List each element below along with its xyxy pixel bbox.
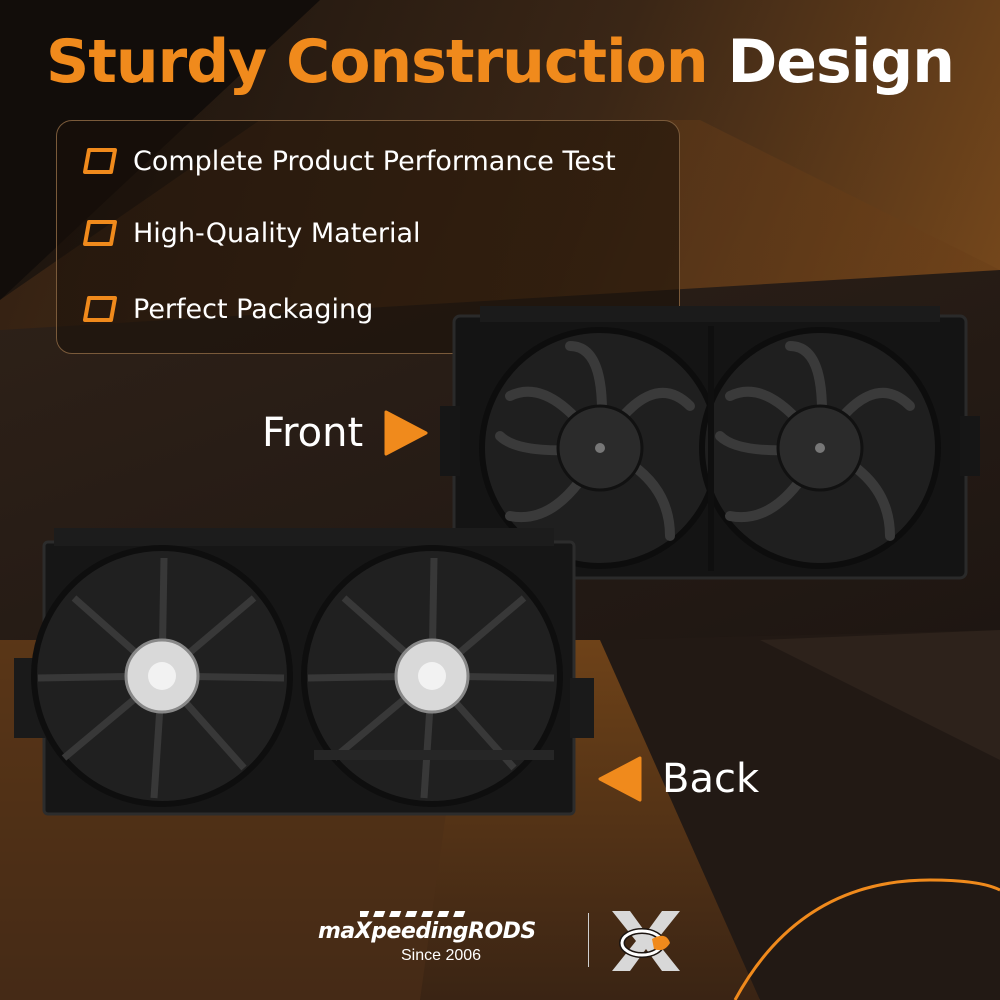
feature-text: Perfect Packaging: [133, 293, 374, 325]
brand-footer: maXpeedingRODS Since 2006: [0, 905, 1000, 985]
feature-item: Perfect Packaging: [81, 289, 373, 329]
hexagon-bullet-icon: [83, 148, 117, 174]
title-accent: Sturdy Construction: [46, 27, 709, 97]
feature-item: Complete Product Performance Test: [81, 141, 616, 181]
brand-divider: [588, 913, 589, 967]
arrow-right-icon: [384, 410, 428, 456]
feature-text: High-Quality Material: [133, 217, 421, 249]
feature-item: High-Quality Material: [81, 213, 421, 253]
back-fan-image: [14, 528, 594, 816]
arrow-left-icon: [598, 756, 642, 802]
hexagon-bullet-icon: [83, 220, 117, 246]
brand-name: maXpeedingRODS: [318, 919, 536, 944]
title-plain: Design: [727, 27, 955, 97]
hexagon-bullet-icon: [83, 296, 117, 322]
checkered-flag-icon: [360, 911, 466, 917]
front-label: Front: [262, 410, 364, 456]
back-label: Back: [662, 756, 760, 802]
page-title: Sturdy Construction Design: [0, 22, 1000, 102]
brand-since: Since 2006: [400, 947, 482, 964]
brand-x-logo-icon: [612, 911, 680, 971]
front-fan-image: [440, 306, 980, 580]
feature-text: Complete Product Performance Test: [133, 145, 616, 177]
